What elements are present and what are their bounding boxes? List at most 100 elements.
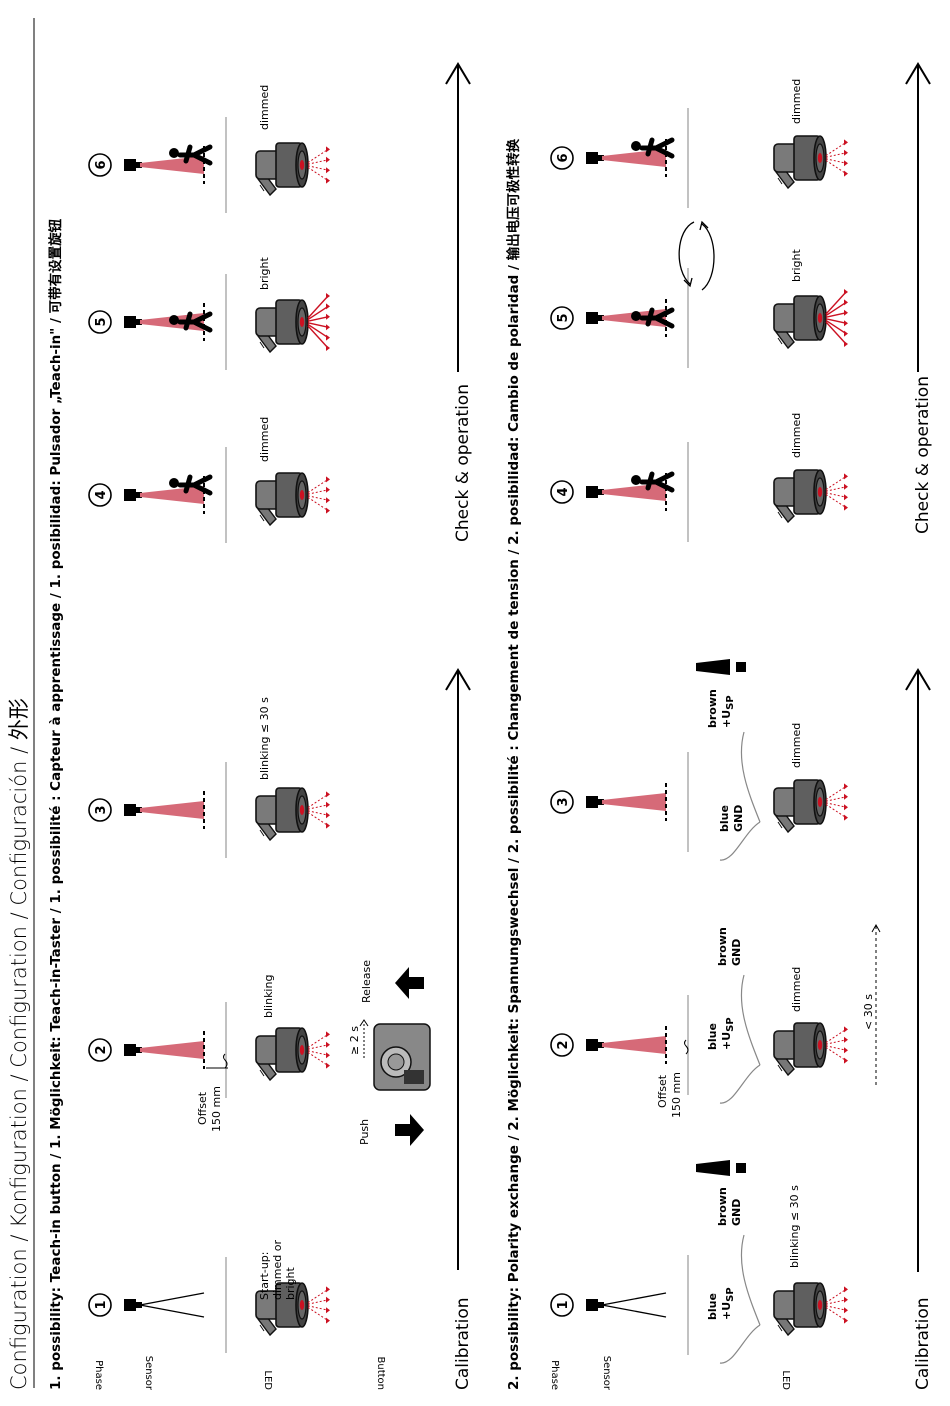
s2-phase-3-number: 3 [556,797,571,806]
polarity-swap-arrows-icon [678,220,715,291]
s2-led-state-3: dimmed [790,723,803,768]
s2-p1-blue: blue [706,1293,719,1320]
s2-phase-2-number: 2 [556,1040,571,1049]
s2-row-led: LED [780,1370,791,1390]
s1-row-phase: Phase [93,1360,104,1390]
s2-offset-value: 150 mm [670,1072,683,1118]
s2-p2-usp: +USP [720,1017,736,1050]
release-arrow-icon [395,967,424,999]
s1-phase-2-marker: 2 [88,1038,112,1062]
s1-sensor-6-icon [124,159,142,171]
s2-p2-gnd: GND [730,939,743,966]
s2-sensor-6-icon [586,152,604,164]
s2-led-1-icon [773,1282,848,1336]
s2-wire-b-1 [740,1234,761,1326]
s1-sensor-1-icon [124,1299,142,1311]
s2-led-state-6: dimmed [790,79,803,124]
section1-diagram: 1 2 3 4 5 6 [88,117,330,1353]
s1-led-1-icon [255,1282,330,1336]
s2-phase-2-marker: 2 [550,1033,574,1057]
s2-wire-a-3 [719,821,761,861]
s2-wire-a-1 [719,1324,761,1364]
s1-led-state-3: blinking ≤ 30 s [258,697,271,780]
s2-p3-gnd: GND [732,805,745,832]
s1-offset-label: Offset [196,1091,209,1125]
s2-wire-b-3 [740,731,761,823]
s1-led-state-2: blinking [262,975,275,1018]
s1-phase-1-number: 1 [94,1300,109,1309]
s1-beam-2 [140,1031,205,1069]
s1-row-led: LED [262,1370,273,1390]
s1-hold-time: ≥ 2 s [348,1026,361,1055]
s2-phase-6-marker: 6 [550,146,574,170]
s2-p2-brown: brown [716,927,729,966]
s1-release-label: Release [360,960,373,1003]
s2-sensor-5-icon [586,312,604,324]
s1-led-3-icon [255,787,330,841]
s2-beam-2 [602,1026,667,1064]
s2-led-5-icon [773,289,848,349]
s1-phase-4-number: 4 [94,490,109,499]
s1-led-state-6: dimmed [258,85,271,130]
s1-phase-3-number: 3 [94,805,109,814]
s2-led-state-2: dimmed [790,967,803,1012]
s2-p1-brown: brown [716,1187,729,1226]
s1-led-5-icon [255,293,330,353]
s2-phase-1-number: 1 [556,1300,571,1309]
s2-check-label: Check & operation [913,376,933,534]
s1-led-state-4: dimmed [258,417,271,462]
s2-p1-gnd: GND [730,1199,743,1226]
s2-row-phase: Phase [549,1360,560,1390]
s1-phase-6-marker: 6 [88,153,112,177]
s2-sensor-4-icon [586,486,604,498]
s2-phase-5-marker: 5 [550,306,574,330]
s2-phase-1-marker: 1 [550,1293,574,1317]
s2-wire-labels: blue +USP brown GND blue +USP brown GND … [706,689,745,1320]
s1-sensor-4-icon [124,489,142,501]
s1-led-state-1a: Start-up: [258,1251,271,1300]
s1-led-2-icon [255,1027,330,1081]
s2-led-4-icon [773,469,848,523]
s2-sensor-2-icon [586,1039,604,1051]
section1-heading: 1. possibility: Teach-in button / 1. Mög… [47,218,64,1390]
s2-phase-4-number: 4 [556,487,571,496]
s2-plug-1-icon [696,1160,746,1176]
s2-p3-blue: blue [718,805,731,832]
s1-offset-value: 150 mm [210,1086,223,1132]
s1-led-state-1b: dimmed or [271,1240,284,1300]
s2-led-2-icon [773,1022,848,1076]
s1-phase-2-number: 2 [94,1045,109,1054]
s2-p1-usp: +USP [720,1287,736,1320]
section2-heading: 2. possibility: Polarity exchange / 2. M… [505,138,522,1390]
s1-led-4-icon [255,472,330,526]
s2-phase-6-number: 6 [556,153,571,162]
s2-sensor-1-icon [586,1299,604,1311]
s2-led-6-icon [773,135,848,189]
s1-row-sensor: Sensor [143,1356,154,1391]
s1-phase-1-marker: 1 [88,1293,112,1317]
s2-beam-3 [602,783,667,821]
s1-led-6-icon [255,142,330,196]
teach-in-button-image [373,1023,431,1091]
s1-sensor-3-icon [124,804,142,816]
page-title: Configuration / Konfiguration / Configur… [7,698,31,1390]
s1-phase-4-marker: 4 [88,483,112,507]
s2-sensor-3-icon [586,796,604,808]
s2-offset-label: Offset [656,1074,669,1108]
s1-row-button: Button [375,1357,386,1391]
push-arrow-icon [395,1114,424,1146]
s1-sensor-2-icon [124,1044,142,1056]
s1-led-state-5: bright [258,256,271,290]
s1-led-state-1c: bright [284,1266,297,1300]
s1-phase-5-number: 5 [94,317,109,326]
s1-check-label: Check & operation [453,384,473,542]
s1-phase-6-number: 6 [94,160,109,169]
s1-beam-3 [140,791,205,829]
s2-beam-1 [601,1292,667,1318]
s2-phase-4-marker: 4 [550,480,574,504]
s2-p2-blue: blue [706,1023,719,1050]
s1-sensor-5-icon [124,316,142,328]
s1-beam-1 [139,1292,205,1318]
